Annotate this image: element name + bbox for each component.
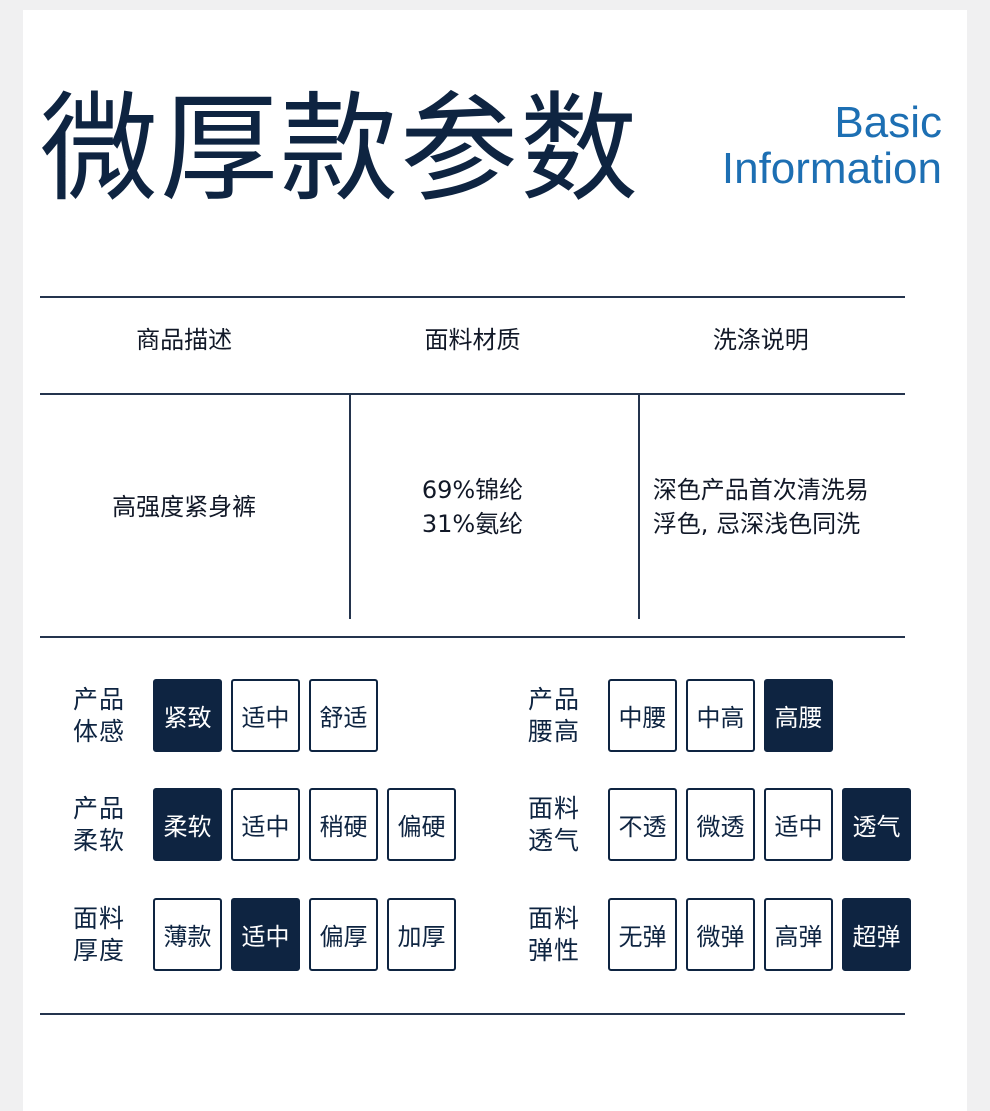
- option-tag: 适中: [231, 788, 300, 861]
- subtitle-line-2: Information: [721, 144, 942, 193]
- option-tag-selected: 适中: [231, 898, 300, 971]
- param-row-right-1: 面料透气不透微透适中透气: [528, 788, 920, 861]
- option-tag: 微透: [686, 788, 755, 861]
- param-label: 产品体感: [73, 684, 137, 748]
- option-tag-selected: 超弹: [842, 898, 911, 971]
- washing-line-1: 深色产品首次清洗易: [652, 475, 869, 504]
- description-text: 高强度紧身裤: [112, 492, 257, 521]
- table-header-row: 商品描述 面料材质 洗涤说明: [40, 289, 905, 386]
- param-label: 面料透气: [528, 793, 592, 857]
- option-tag: 舒适: [309, 679, 378, 752]
- column-divider-2: [638, 394, 640, 619]
- param-label-line: 产品: [73, 684, 126, 714]
- param-row-right-2: 面料弹性无弹微弹高弹超弹: [528, 898, 920, 971]
- param-label-line: 面料: [528, 903, 581, 933]
- option-tag: 高弹: [764, 898, 833, 971]
- subtitle-line-1: Basic: [834, 98, 942, 147]
- param-label: 产品柔软: [73, 793, 137, 857]
- param-label-line: 面料: [528, 793, 581, 823]
- param-label: 面料弹性: [528, 903, 592, 967]
- option-tag: 不透: [608, 788, 677, 861]
- param-label: 面料厚度: [73, 903, 137, 967]
- header-washing: 洗涤说明: [712, 326, 809, 354]
- header-material: 面料材质: [424, 326, 521, 354]
- option-tag-selected: 高腰: [764, 679, 833, 752]
- param-row-left-2: 面料厚度薄款适中偏厚加厚: [73, 898, 465, 971]
- option-tag: 中腰: [608, 679, 677, 752]
- param-label-line: 产品: [73, 793, 126, 823]
- header-description: 商品描述: [136, 326, 233, 354]
- cell-material: 69%锦纶 31%氨纶: [328, 394, 616, 619]
- param-label: 产品腰高: [528, 684, 592, 748]
- material-line-1: 69%锦纶: [421, 475, 524, 504]
- param-label-line: 柔软: [73, 825, 126, 855]
- material-line-2: 31%氨纶: [421, 509, 524, 538]
- divider-bottom: [40, 1013, 905, 1015]
- option-tag: 加厚: [387, 898, 456, 971]
- washing-line-2: 浮色, 忌深浅色同洗: [652, 509, 861, 538]
- divider-header: [40, 393, 905, 395]
- subtitle: Basic Information: [722, 100, 942, 192]
- param-label-line: 厚度: [73, 935, 126, 965]
- option-tag: 无弹: [608, 898, 677, 971]
- divider-top: [40, 296, 905, 298]
- option-tag: 微弹: [686, 898, 755, 971]
- option-tag: 偏厚: [309, 898, 378, 971]
- option-tag-selected: 紧致: [153, 679, 222, 752]
- param-row-right-0: 产品腰高中腰中高高腰: [528, 679, 842, 752]
- option-tag: 薄款: [153, 898, 222, 971]
- table-body-row: 高强度紧身裤 69%锦纶 31%氨纶 深色产品首次清洗易 浮色, 忌深浅色同洗: [40, 394, 905, 619]
- option-tag: 适中: [764, 788, 833, 861]
- option-tag-selected: 柔软: [153, 788, 222, 861]
- param-label-line: 体感: [73, 716, 126, 746]
- cell-washing: 深色产品首次清洗易 浮色, 忌深浅色同洗: [617, 394, 905, 619]
- param-label-line: 腰高: [528, 716, 581, 746]
- page-title: 微厚款参数: [40, 80, 641, 218]
- param-row-left-1: 产品柔软柔软适中稍硬偏硬: [73, 788, 465, 861]
- cell-description: 高强度紧身裤: [40, 394, 328, 619]
- param-row-left-0: 产品体感紧致适中舒适: [73, 679, 387, 752]
- param-label-line: 弹性: [528, 935, 581, 965]
- option-tag: 适中: [231, 679, 300, 752]
- column-divider-1: [349, 394, 351, 619]
- option-tag-selected: 透气: [842, 788, 911, 861]
- param-label-line: 面料: [73, 903, 126, 933]
- param-label-line: 产品: [528, 684, 581, 714]
- divider-table-bottom: [40, 636, 905, 638]
- option-tag: 偏硬: [387, 788, 456, 861]
- param-label-line: 透气: [528, 825, 581, 855]
- option-tag: 中高: [686, 679, 755, 752]
- option-tag: 稍硬: [309, 788, 378, 861]
